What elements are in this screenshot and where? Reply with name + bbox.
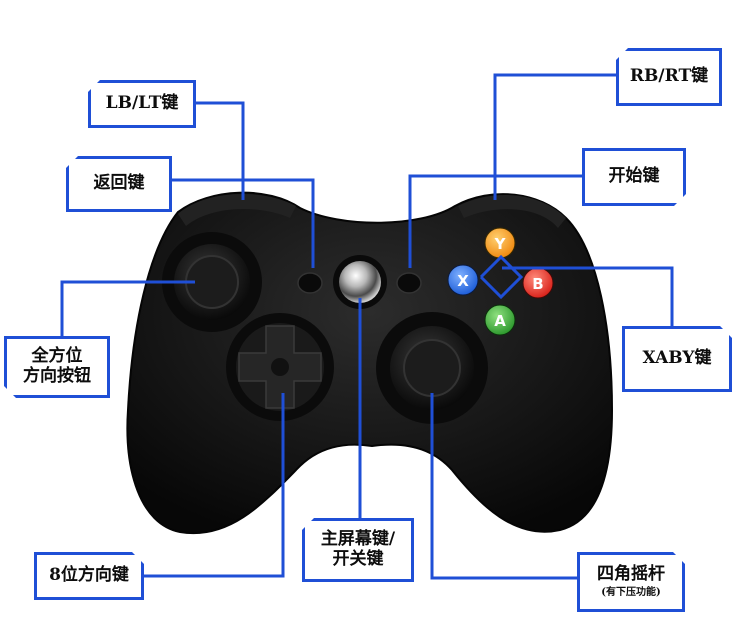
callout-line-lb-lt bbox=[196, 101, 245, 200]
callout-line-start bbox=[408, 174, 582, 268]
face-buttons: Y X B A bbox=[447, 227, 554, 336]
start-button[interactable] bbox=[396, 272, 422, 294]
left-stick[interactable] bbox=[162, 232, 262, 332]
a-button[interactable] bbox=[484, 304, 516, 336]
b-button-letter: B bbox=[532, 275, 543, 293]
callout-line-xaby-diamond bbox=[479, 254, 524, 300]
label-xaby: XABY键 bbox=[622, 326, 732, 392]
label-right-stick-text: 四角摇杆 bbox=[597, 564, 665, 585]
label-rb-rt: RB/RT键 bbox=[616, 48, 722, 106]
label-dpad-text: 8位方向键 bbox=[49, 565, 129, 586]
label-right-stick: 四角摇杆 (有下压功能) bbox=[577, 552, 685, 612]
label-start: 开始键 bbox=[582, 148, 686, 206]
label-guide-text: 主屏幕键/ 开关键 bbox=[320, 529, 396, 569]
callout-line-xaby bbox=[502, 266, 674, 326]
guide-button[interactable] bbox=[333, 255, 387, 309]
label-back-text: 返回键 bbox=[93, 173, 145, 194]
label-left-stick: 全方位 方向按钮 bbox=[4, 336, 110, 398]
label-lb-lt-text: LB/LT键 bbox=[105, 93, 179, 114]
callout-line-rb-rt bbox=[493, 73, 616, 200]
callout-line-left-stick bbox=[60, 280, 195, 336]
callout-lines bbox=[60, 73, 674, 580]
label-guide: 主屏幕键/ 开关键 bbox=[302, 518, 414, 582]
x-button[interactable] bbox=[447, 264, 479, 296]
callout-line-dpad bbox=[144, 393, 285, 578]
label-rb-rt-text: RB/RT键 bbox=[629, 66, 709, 87]
label-right-stick-note: (有下压功能) bbox=[601, 587, 661, 599]
label-start-text: 开始键 bbox=[608, 166, 660, 187]
label-dpad: 8位方向键 bbox=[34, 552, 144, 600]
label-lb-lt: LB/LT键 bbox=[88, 80, 196, 128]
back-button[interactable] bbox=[297, 272, 323, 294]
label-back: 返回键 bbox=[66, 156, 172, 212]
label-xaby-text: XABY键 bbox=[642, 348, 712, 369]
callout-line-right-stick bbox=[430, 393, 577, 580]
callout-line-back bbox=[172, 178, 315, 268]
dpad[interactable] bbox=[226, 313, 334, 421]
x-button-letter: X bbox=[457, 272, 469, 290]
label-left-stick-text: 全方位 方向按钮 bbox=[23, 346, 91, 386]
y-button-letter: Y bbox=[494, 235, 507, 253]
a-button-letter: A bbox=[494, 312, 506, 330]
